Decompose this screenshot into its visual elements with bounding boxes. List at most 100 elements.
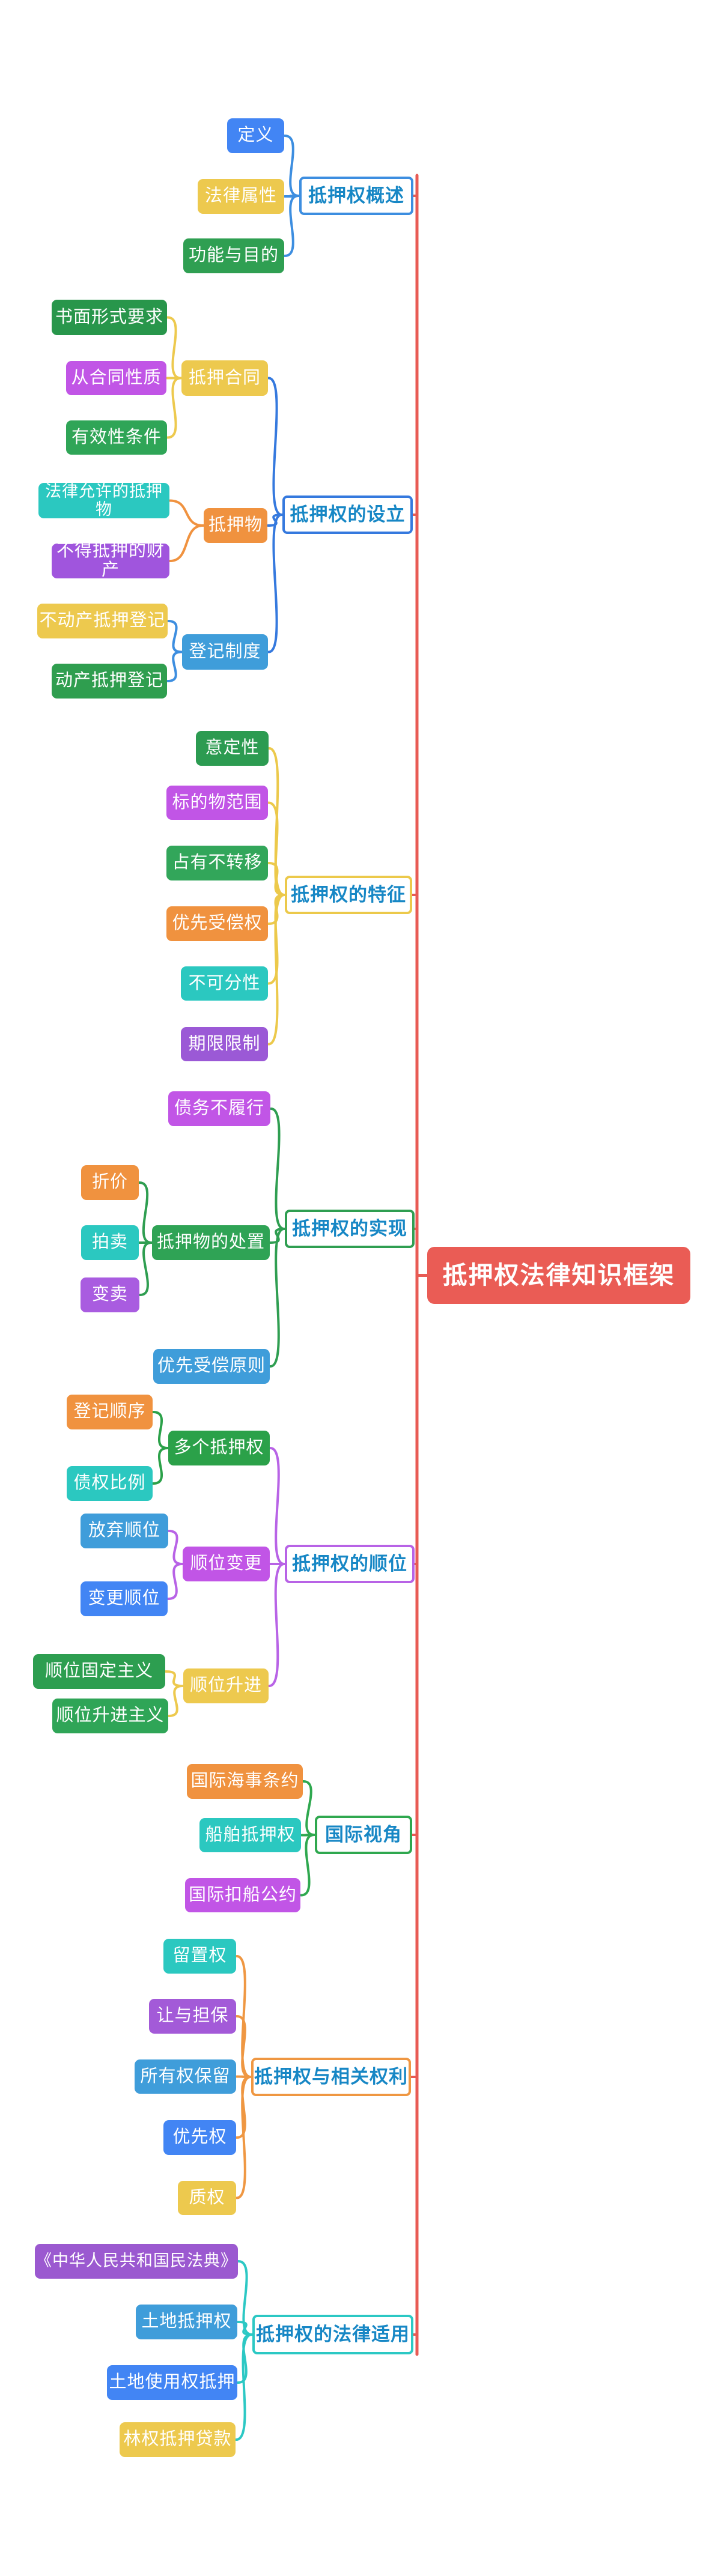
branch-node-b2[interactable]: 抵押权的设立 [282,496,413,534]
node-label: 《中华人民共和国民法典》 [35,2252,237,2270]
leaf-node-b4c2c[interactable]: 变卖 [81,1277,139,1312]
connector-curve [269,1228,285,1368]
node-label: 标的物范围 [172,792,263,812]
leaf-node-b5c1b[interactable]: 债权比例 [67,1466,153,1501]
leaf-node-b5c2b[interactable]: 变更顺位 [81,1581,168,1616]
leaf-node-b6c3[interactable]: 国际扣船公约 [185,1878,300,1912]
leaf-node-b2c2[interactable]: 抵押物 [204,508,267,543]
leaf-node-b7c4[interactable]: 优先权 [163,2120,236,2155]
connector-curve [168,1685,184,1717]
node-label: 功能与目的 [188,246,279,265]
leaf-node-b7c2[interactable]: 让与担保 [149,1999,236,2034]
leaf-node-b1c2[interactable]: 法律属性 [198,179,284,214]
leaf-node-b4c2a[interactable]: 折价 [81,1165,139,1200]
leaf-node-b3c3[interactable]: 占有不转移 [166,846,268,880]
node-label: 抵押权的法律适用 [256,2323,410,2345]
leaf-node-b7c1[interactable]: 留置权 [163,1939,236,1974]
node-label: 抵押合同 [188,368,261,387]
connector-curve [284,195,300,257]
leaf-node-b1c3[interactable]: 功能与目的 [183,238,284,273]
node-label: 拍卖 [91,1232,128,1252]
node-label: 抵押物 [208,515,263,535]
node-label: 债权比例 [73,1473,146,1493]
leaf-node-b2c1b[interactable]: 从合同性质 [66,361,166,395]
leaf-node-b7c5[interactable]: 质权 [178,2181,236,2215]
connector-curve [300,1834,315,1897]
leaf-node-b5c1a[interactable]: 登记顺序 [67,1395,153,1429]
node-label: 优先受偿原则 [157,1356,266,1376]
node-label: 留置权 [172,1946,227,1966]
node-label: 登记制度 [189,641,261,661]
connector-curve [139,1241,153,1296]
leaf-node-b1c1[interactable]: 定义 [227,118,284,153]
leaf-node-b5c3a[interactable]: 顺位固定主义 [33,1654,165,1689]
branch-node-b6[interactable]: 国际视角 [315,1816,412,1854]
connector-curve [167,620,183,653]
leaf-node-b3c4[interactable]: 优先受偿权 [166,906,268,941]
node-label: 多个抵押权 [174,1438,264,1458]
leaf-node-b8c1[interactable]: 《中华人民共和国民法典》 [35,2244,238,2279]
node-label: 不得抵押的财产 [56,541,165,580]
leaf-node-b3c1[interactable]: 意定性 [196,731,269,766]
node-label: 意定性 [205,738,260,758]
leaf-node-b3c6[interactable]: 期限限制 [181,1027,268,1061]
leaf-node-b2c2b[interactable]: 不得抵押的财产 [52,541,169,580]
leaf-node-b5c3[interactable]: 顺位升进 [183,1668,269,1703]
leaf-node-b3c2[interactable]: 标的物范围 [166,786,268,820]
connector-curve [236,1955,252,2078]
branch-node-b7[interactable]: 抵押权与相关权利 [251,2058,411,2096]
node-label: 登记顺序 [73,1402,146,1422]
leaf-node-b5c2[interactable]: 顺位变更 [183,1547,270,1581]
connector-curve [138,1181,153,1244]
leaf-node-b2c3b[interactable]: 动产抵押登记 [52,664,167,699]
root-node[interactable]: 抵押权法律知识框架 [427,1247,690,1304]
node-label: 所有权保留 [140,2066,231,2086]
leaf-node-b2c3a[interactable]: 不动产抵押登记 [37,604,168,638]
connector-curve [167,1563,183,1600]
leaf-node-b2c1c[interactable]: 有效性条件 [66,420,167,455]
branch-node-b8[interactable]: 抵押权的法律适用 [252,2315,413,2354]
leaf-node-b4c2b[interactable]: 拍卖 [81,1225,139,1260]
node-label: 债务不履行 [174,1099,264,1118]
leaf-node-b2c1[interactable]: 抵押合同 [181,360,268,396]
leaf-node-b4c3[interactable]: 优先受偿原则 [153,1349,270,1384]
branch-node-b3[interactable]: 抵押权的特征 [285,876,412,914]
leaf-node-b3c5[interactable]: 不可分性 [181,966,268,1001]
node-label: 期限限制 [188,1034,261,1053]
connector-curve [236,2076,252,2199]
leaf-node-b2c2a[interactable]: 法律允许的抵押物 [38,482,169,518]
node-label: 抵押物的处置 [156,1232,265,1252]
connector-curve [267,377,283,516]
node-label: 顺位固定主义 [44,1661,153,1681]
node-label: 国际视角 [325,1823,402,1845]
leaf-node-b7c3[interactable]: 所有权保留 [135,2059,236,2094]
connector-curve [169,524,204,562]
node-label: 放弃顺位 [88,1521,160,1541]
leaf-node-b6c2[interactable]: 船舶抵押权 [199,1818,301,1852]
connector-curve [268,1563,285,1687]
connector-curve [267,514,283,653]
node-label: 质权 [189,2187,225,2207]
node-label: 顺位变更 [190,1554,263,1574]
branch-node-b4[interactable]: 抵押权的实现 [285,1210,415,1248]
leaf-node-b6c1[interactable]: 国际海事条约 [187,1764,303,1799]
leaf-node-b5c3b[interactable]: 顺位升进主义 [52,1699,168,1733]
leaf-node-b4c2[interactable]: 抵押物的处置 [152,1225,270,1260]
node-label: 法律属性 [204,186,277,206]
node-label: 国际海事条约 [190,1771,299,1791]
node-label: 顺位升进 [189,1676,262,1696]
connector-curve [152,1411,169,1449]
leaf-node-b5c2a[interactable]: 放弃顺位 [81,1514,168,1548]
connector-curve [267,514,283,527]
connector-curve [267,801,285,896]
leaf-node-b5c1[interactable]: 多个抵押权 [168,1431,270,1465]
leaf-node-b2c3[interactable]: 登记制度 [182,634,268,670]
leaf-node-b4c1[interactable]: 债务不履行 [168,1091,270,1126]
leaf-node-b8c4[interactable]: 林权抵押贷款 [120,2422,236,2457]
leaf-node-b8c3[interactable]: 土地使用权抵押 [107,2365,237,2400]
leaf-node-b2c1a[interactable]: 书面形式要求 [52,300,167,335]
branch-node-b5[interactable]: 抵押权的顺位 [285,1545,415,1583]
leaf-node-b8c2[interactable]: 土地抵押权 [136,2305,237,2339]
branch-node-b1[interactable]: 抵押权概述 [299,177,413,215]
